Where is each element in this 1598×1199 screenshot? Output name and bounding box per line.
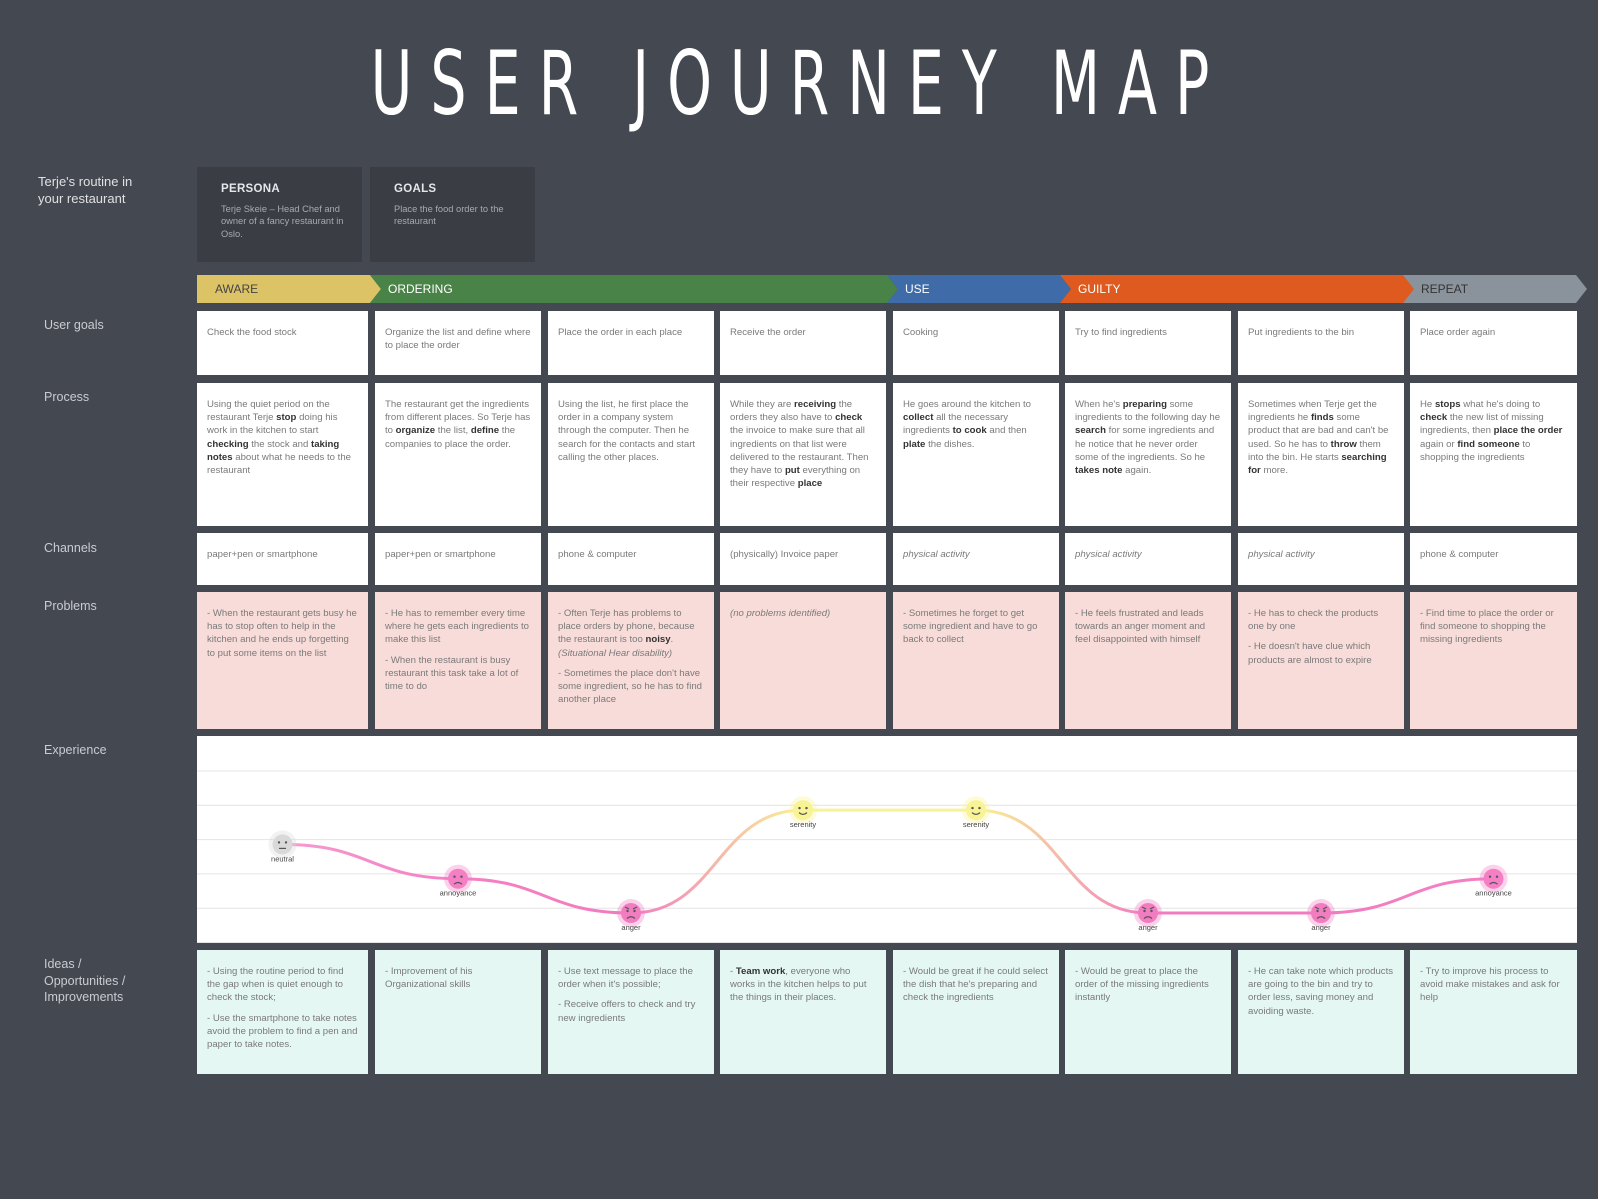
- emotion-point-annoyance: annoyance: [1475, 864, 1512, 898]
- goal-cell: Place the order in each place: [548, 311, 714, 375]
- problem-cell: - When the restaurant gets busy he has t…: [197, 592, 368, 729]
- process-cell: He goes around the kitchen to collect al…: [893, 383, 1059, 526]
- problem-cell: - Find time to place the order or find s…: [1410, 592, 1577, 729]
- row-label-ideas: Ideas / Opportunities / Improvements: [44, 957, 126, 1004]
- idea-cell: - He can take note which products are go…: [1238, 950, 1404, 1074]
- process-cell: Sometimes when Terje get the ingredients…: [1238, 383, 1404, 526]
- emotion-point-neutral: neutral: [268, 830, 297, 863]
- experience-line-segment: [975, 808, 1149, 915]
- emotion-label: anger: [1311, 923, 1331, 932]
- anger-face-icon: [1314, 906, 1328, 919]
- persona-heading: PERSONA: [221, 183, 280, 195]
- stage-aware: AWARE: [197, 275, 381, 303]
- channel-cell: paper+pen or smartphone: [197, 533, 368, 585]
- row-label-user-goals: User goals: [44, 318, 104, 332]
- emotion-point-serenity: serenity: [789, 796, 817, 829]
- problem-cell: - He feels frustrated and leads towards …: [1065, 592, 1231, 729]
- page-title: USER JOURNEY MAP: [370, 32, 1228, 135]
- row-label-channels: Channels: [44, 541, 97, 555]
- channel-cell: paper+pen or smartphone: [375, 533, 541, 585]
- emotion-point-anger: anger: [1307, 899, 1335, 932]
- goal-cell: Place order again: [1410, 311, 1577, 375]
- row-label-experience: Experience: [44, 743, 107, 757]
- emotion-point-anger: anger: [1134, 899, 1162, 932]
- stage-use: USE: [887, 275, 1071, 303]
- experience-line-segment: [1320, 877, 1494, 915]
- annoyance-face-icon: [1488, 875, 1499, 885]
- neutral-face-icon: [277, 841, 288, 849]
- experience-line-segment: [457, 877, 632, 915]
- idea-cell: - Try to improve his process to avoid ma…: [1410, 950, 1577, 1074]
- row-label-process: Process: [44, 390, 90, 404]
- process-cell: When he's preparing some ingredients to …: [1065, 383, 1231, 526]
- stage-guilty: GUILTY: [1060, 275, 1415, 303]
- stage-ordering: ORDERING: [370, 275, 898, 303]
- emotion-label: anger: [1138, 923, 1158, 932]
- goals-text: Place the food order to the restaurant: [394, 204, 504, 227]
- experience-svg: neutral annoyance anger serenity serenity ang…: [197, 770, 1577, 943]
- emotion-point-anger: anger: [617, 899, 645, 932]
- anger-face-icon: [1141, 906, 1155, 919]
- goal-cell: Cooking: [893, 311, 1059, 375]
- process-cell: The restaurant get the ingredients from …: [375, 383, 541, 526]
- serenity-face-icon: [798, 806, 808, 815]
- emotion-label: anger: [621, 923, 641, 932]
- emotion-point-serenity: serenity: [962, 796, 990, 829]
- idea-cell: - Improvement of his Organizational skil…: [375, 950, 541, 1074]
- goals-card: GOALS Place the food order to the restau…: [370, 167, 535, 262]
- stage-label: ORDERING: [388, 282, 453, 296]
- serenity-face-icon: [971, 806, 981, 815]
- idea-cell: - Would be great to place the order of t…: [1065, 950, 1231, 1074]
- process-cell: While they are receiving the orders they…: [720, 383, 886, 526]
- channel-cell: physical activity: [1065, 533, 1231, 585]
- anger-face-icon: [624, 906, 638, 919]
- channel-cell: (physically) Invoice paper: [720, 533, 886, 585]
- process-cell: He stops what he's doing to check the ne…: [1410, 383, 1577, 526]
- emotion-label: serenity: [790, 820, 817, 829]
- problem-cell: - Often Terje has problems to place orde…: [548, 592, 714, 729]
- channel-cell: phone & computer: [548, 533, 714, 585]
- experience-chart: neutral annoyance anger serenity serenity ang…: [197, 736, 1577, 943]
- experience-line-segment: [630, 808, 804, 915]
- goal-cell: Receive the order: [720, 311, 886, 375]
- process-cell: Using the list, he first place the order…: [548, 383, 714, 526]
- emotion-label: neutral: [271, 854, 294, 863]
- routine-label: Terje's routine in your restaurant: [38, 174, 133, 206]
- problem-cell: (no problems identified): [720, 592, 886, 729]
- channel-cell: physical activity: [893, 533, 1059, 585]
- persona-card: PERSONA Terje Skeie – Head Chef and owne…: [197, 167, 362, 262]
- idea-cell: - Team work, everyone who works in the k…: [720, 950, 886, 1074]
- stage-label: AWARE: [215, 282, 259, 296]
- stage-label: REPEAT: [1421, 282, 1469, 296]
- emotion-point-annoyance: annoyance: [440, 864, 477, 898]
- stage-repeat: REPEAT: [1403, 275, 1587, 303]
- experience-line-segment: [282, 842, 459, 881]
- goal-cell: Try to find ingredients: [1065, 311, 1231, 375]
- idea-cell: - Use text message to place the order wh…: [548, 950, 714, 1074]
- annoyance-face-icon: [453, 875, 463, 885]
- idea-cell: - Using the routine period to find the g…: [197, 950, 368, 1074]
- goal-cell: Check the food stock: [197, 311, 368, 375]
- goals-heading: GOALS: [394, 183, 437, 195]
- row-label-problems: Problems: [44, 599, 97, 613]
- channel-cell: physical activity: [1238, 533, 1404, 585]
- goal-cell: Put ingredients to the bin: [1238, 311, 1404, 375]
- emotion-label: annoyance: [440, 889, 477, 898]
- problem-cell: - Sometimes he forget to get some ingred…: [893, 592, 1059, 729]
- problem-cell: - He has to remember every time where he…: [375, 592, 541, 729]
- goal-cell: Organize the list and define where to pl…: [375, 311, 541, 375]
- stage-label: GUILTY: [1078, 282, 1121, 296]
- emotion-label: serenity: [963, 820, 990, 829]
- channel-cell: phone & computer: [1410, 533, 1577, 585]
- stage-label: USE: [905, 282, 930, 296]
- process-cell: Using the quiet period on the restaurant…: [197, 383, 368, 526]
- emotion-label: annoyance: [1475, 889, 1512, 898]
- idea-cell: - Would be great if he could select the …: [893, 950, 1059, 1074]
- problem-cell: - He has to check the products one by on…: [1238, 592, 1404, 729]
- persona-text: Terje Skeie – Head Chef and owner of a f…: [221, 204, 344, 239]
